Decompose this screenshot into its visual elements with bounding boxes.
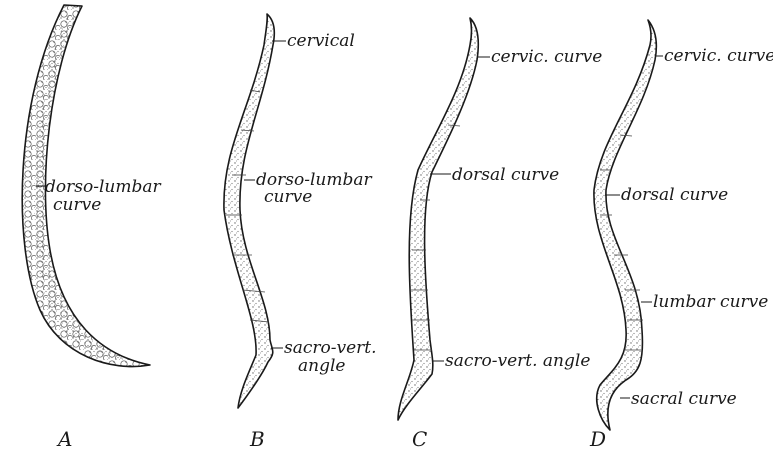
label-b-cervical: cervical — [287, 31, 355, 51]
panel-letter-b: B — [249, 427, 265, 451]
label-d-dorsal: dorsal curve — [621, 185, 728, 205]
label-b-sacro-vert: sacro-vert. angle — [284, 338, 382, 376]
label-c-sacro-vert: sacro-vert. angle — [445, 351, 590, 371]
label-d-sacral: sacral curve — [631, 389, 737, 409]
panel-a: dorso-lumbar curve A — [22, 5, 166, 451]
panel-letter-d: D — [589, 427, 606, 451]
label-d-lumbar: lumbar curve — [653, 292, 768, 312]
label-c-dorsal: dorsal curve — [452, 165, 559, 185]
label-a-dorso-lumbar: dorso-lumbar curve — [45, 177, 166, 215]
panel-letter-c: C — [412, 427, 427, 451]
spine-d-column — [594, 20, 656, 430]
label-c-cervic: cervic. curve — [491, 47, 602, 67]
panel-c: cervic. curve dorsal curve sacro-vert. a… — [398, 18, 602, 451]
panel-b: cervical dorso-lumbar curve sacro-vert. … — [224, 14, 382, 451]
spine-b-column — [224, 14, 274, 408]
label-b-dorso-lumbar: dorso-lumbar curve — [256, 170, 377, 207]
label-d-cervic: cervic. curve — [664, 46, 773, 66]
panel-d: cervic. curve dorsal curve lumbar curve … — [589, 20, 773, 451]
panel-letter-a: A — [56, 427, 72, 451]
